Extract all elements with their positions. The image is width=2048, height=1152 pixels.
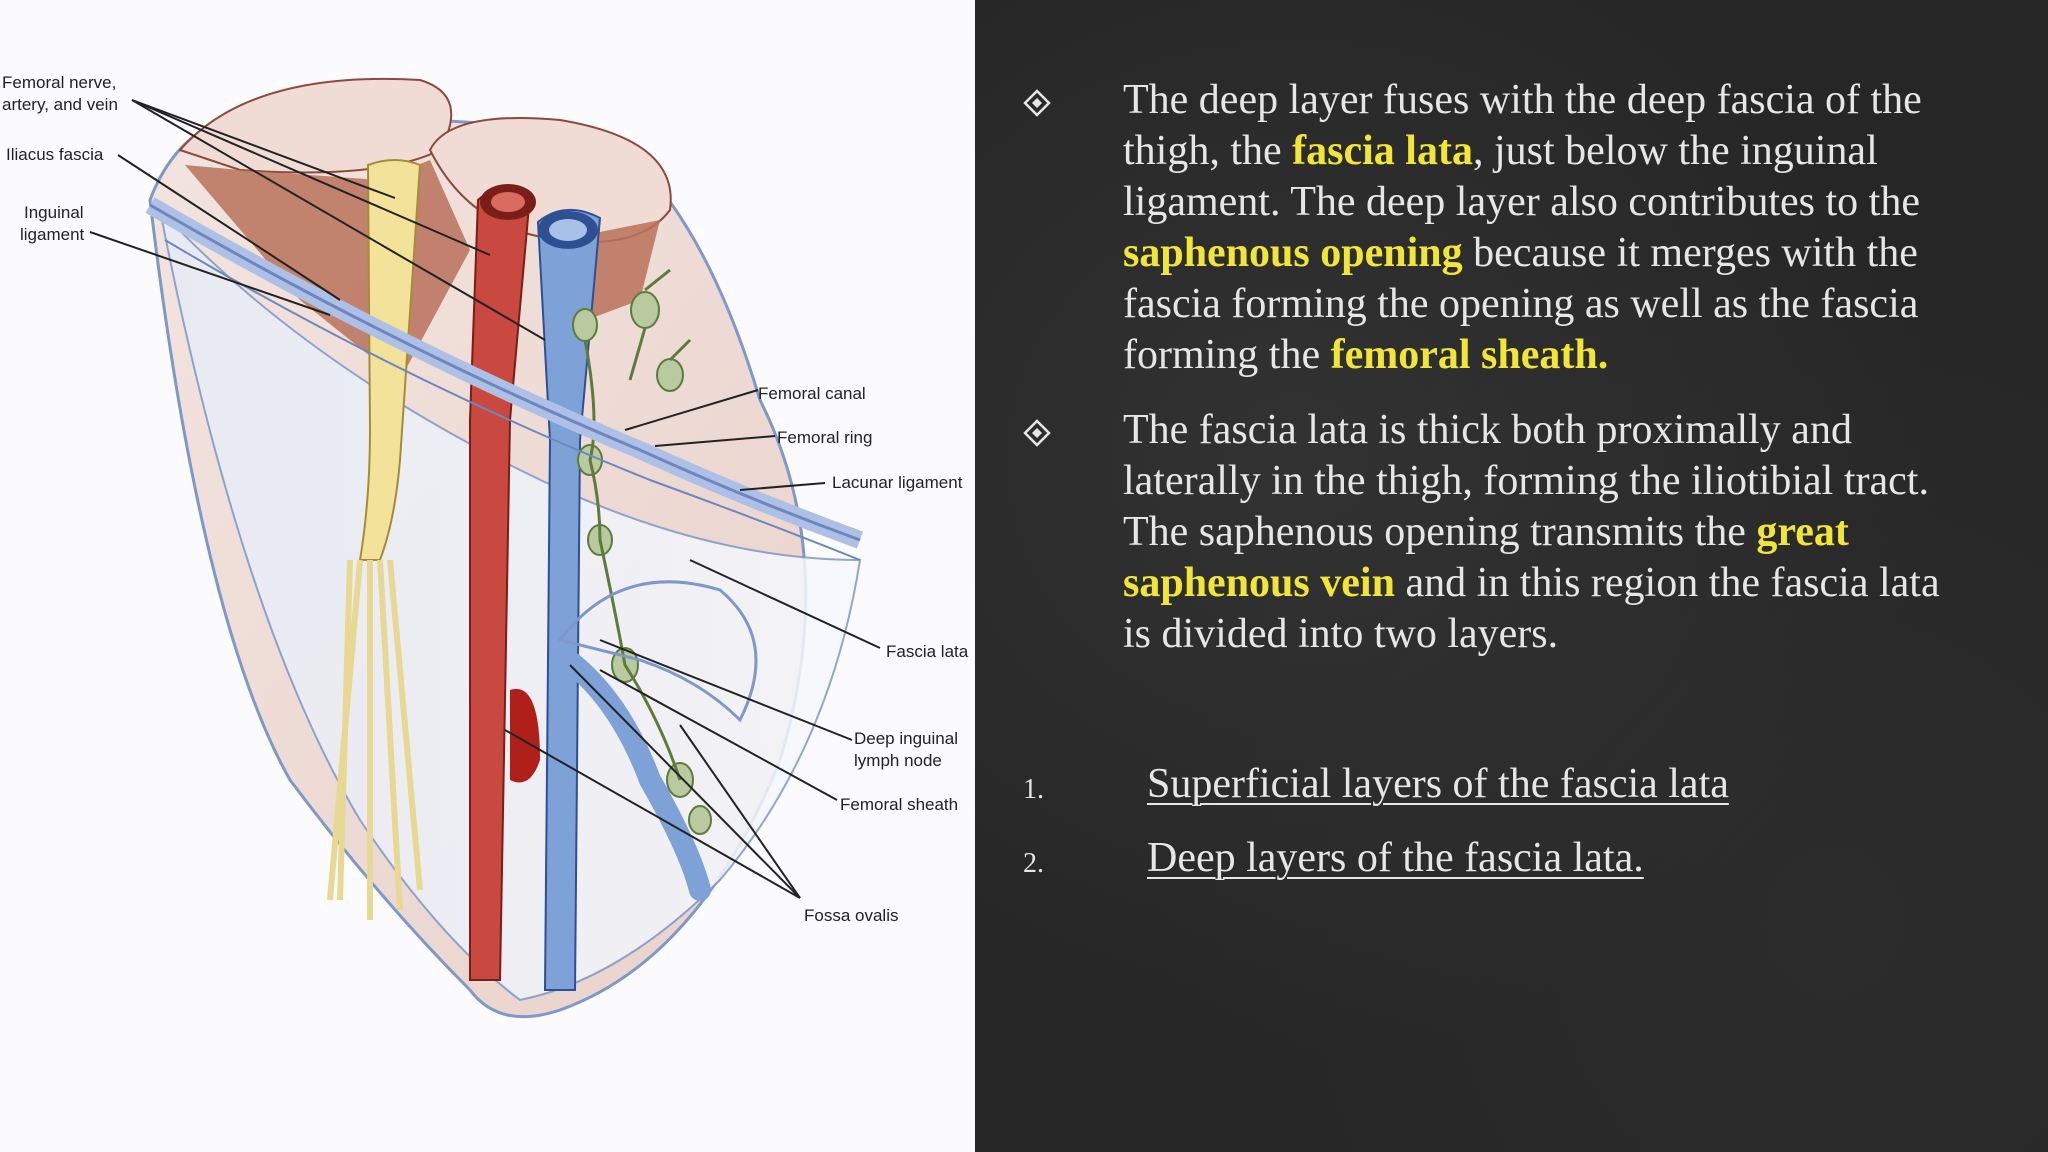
label-lacunar-ligament: Lacunar ligament [832, 473, 963, 492]
highlight-term: femoral sheath. [1330, 332, 1609, 378]
diamond-bullet-icon [1023, 419, 1051, 447]
highlight-term: fascia lata [1292, 128, 1473, 174]
label-iliacus-fascia: Iliacus fascia [6, 145, 104, 164]
text-panel: The deep layer fuses with the deep fasci… [975, 0, 2048, 1152]
bullet-text: The fascia lata is thick both proximally… [1123, 405, 1953, 660]
label-femoral-sheath: Femoral sheath [840, 795, 958, 814]
bullet-segment: The fascia lata is thick both proximally… [1123, 407, 1929, 555]
bullet-segment: and in this region the fascia lata is di… [1123, 560, 1940, 657]
femoral-anatomy-illustration: Femoral nerve, artery, and vein Iliacus … [2, 73, 969, 1019]
list-number: 2. [1023, 848, 1044, 879]
bullet-text: The deep layer fuses with the deep fasci… [1123, 75, 1953, 381]
bullet-item-2: The fascia lata is thick both proximally… [1023, 405, 1953, 660]
label-femoral-nerve: Femoral nerve, [2, 73, 116, 92]
label-deep-inguinal-lymph-node: Deep inguinal [854, 729, 958, 748]
label-fossa-ovalis: Fossa ovalis [804, 906, 898, 925]
bullet-segment: because it merges with the fascia formin… [1123, 230, 1919, 378]
link-superficial-layers[interactable]: Superficial layers of the fascia lata [1147, 761, 1729, 807]
highlight-term: saphenous opening [1123, 230, 1463, 276]
bullet-item-1: The deep layer fuses with the deep fasci… [1023, 75, 1953, 381]
diamond-bullet-icon [1023, 89, 1051, 117]
label-femoral-ring: Femoral ring [777, 428, 872, 447]
femoral-anatomy-figure: Femoral nerve, artery, and vein Iliacus … [0, 0, 975, 1152]
bullet-segment: The deep layer fuses with the deep fasci… [1123, 77, 1922, 174]
label-inguinal-ligament: Inguinal [24, 203, 84, 222]
label-femoral-canal: Femoral canal [758, 384, 866, 403]
list-number: 1. [1023, 774, 1044, 805]
label-femoral-nerve-cont: artery, and vein [2, 95, 118, 114]
link-deep-layers[interactable]: Deep layers of the fascia lata. [1147, 835, 1644, 881]
label-fascia-lata: Fascia lata [886, 642, 969, 661]
label-inguinal-ligament-cont: ligament [20, 225, 85, 244]
label-deep-inguinal-lymph-node-cont: lymph node [854, 751, 942, 770]
bullet-segment: , just below the inguinal ligament. The … [1123, 128, 1920, 225]
highlight-term: great saphenous vein [1123, 509, 1849, 606]
